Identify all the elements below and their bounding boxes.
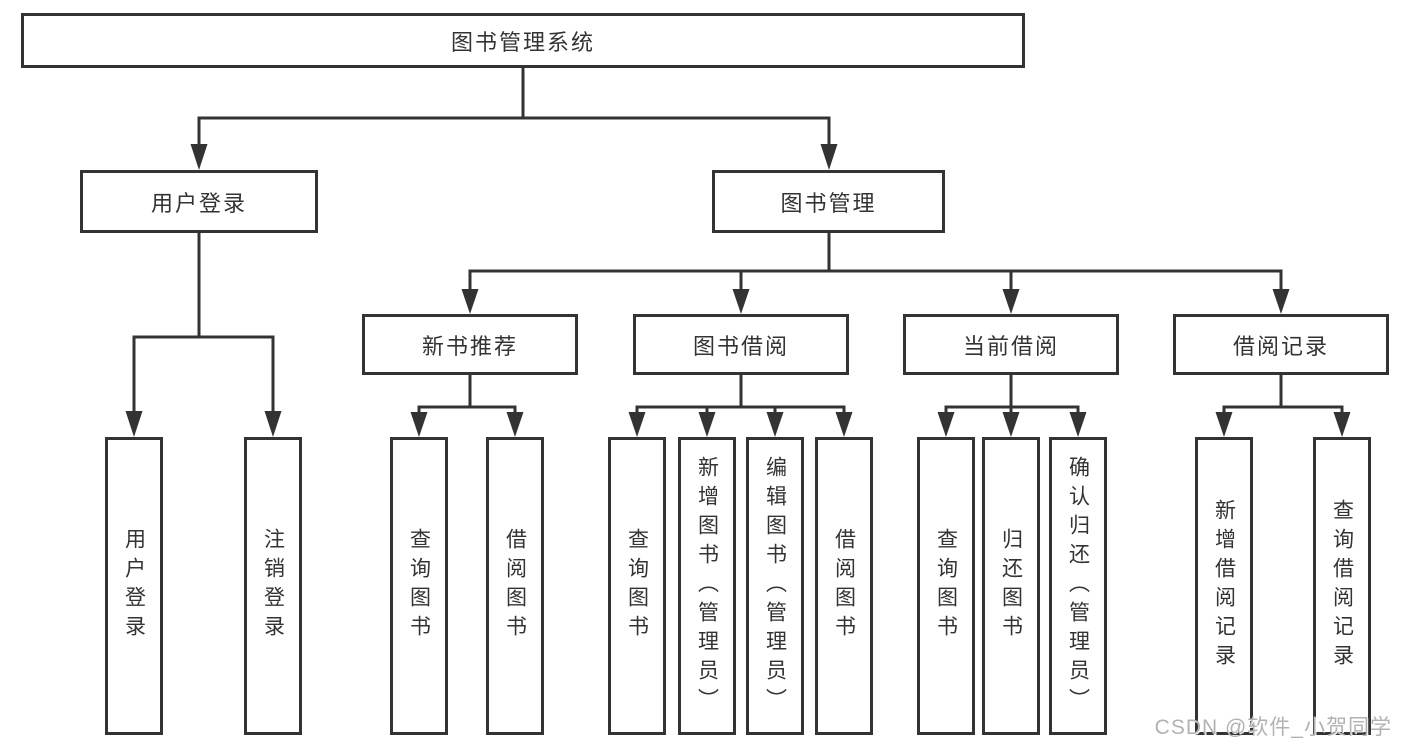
leaf-edit-book-admin: 编辑图书（管理员） (746, 437, 804, 735)
leaf-newbook-query-book: 查询图书 (390, 437, 448, 735)
leaf-borrow-book-label: 借阅图书 (832, 528, 856, 644)
leaf-newbook-borrow-book: 借阅图书 (486, 437, 544, 735)
leaf-logout-label: 注销登录 (261, 528, 285, 644)
leaf-borrow-book: 借阅图书 (815, 437, 873, 735)
node-user-login-label: 用户登录 (150, 190, 247, 216)
leaf-add-book-admin: 新增图书（管理员） (678, 437, 736, 735)
leaf-query-borrow-record-label: 查询借阅记录 (1330, 499, 1354, 673)
leaf-user-login: 用户登录 (105, 437, 163, 735)
leaf-logout: 注销登录 (244, 437, 302, 735)
node-user-login: 用户登录 (80, 170, 318, 233)
leaf-borrow-query-book: 查询图书 (608, 437, 666, 735)
node-book-management: 图书管理 (712, 170, 945, 233)
leaf-query-borrow-record: 查询借阅记录 (1313, 437, 1371, 735)
leaf-current-query-book: 查询图书 (917, 437, 975, 735)
leaf-confirm-return-admin-label: 确认归还（管理员） (1066, 455, 1090, 717)
leaf-return-book: 归还图书 (982, 437, 1040, 735)
leaf-borrow-query-book-label: 查询图书 (625, 528, 649, 644)
leaf-newbook-borrow-book-label: 借阅图书 (503, 528, 527, 644)
leaf-return-book-label: 归还图书 (999, 528, 1023, 644)
node-book-borrow: 图书借阅 (633, 314, 849, 375)
node-new-book-recommend-label: 新书推荐 (421, 333, 518, 359)
node-borrow-records-label: 借阅记录 (1232, 333, 1329, 359)
node-root-label: 图书管理系统 (450, 29, 595, 55)
watermark: CSDN @软件_小贺同学 (1154, 716, 1392, 739)
leaf-add-book-admin-label: 新增图书（管理员） (695, 455, 719, 717)
leaf-add-borrow-record-label: 新增借阅记录 (1212, 499, 1236, 673)
leaf-confirm-return-admin: 确认归还（管理员） (1049, 437, 1107, 735)
node-new-book-recommend: 新书推荐 (362, 314, 578, 375)
node-book-management-label: 图书管理 (780, 190, 877, 216)
node-root: 图书管理系统 (21, 13, 1025, 68)
leaf-newbook-query-book-label: 查询图书 (407, 528, 431, 644)
node-current-borrow-label: 当前借阅 (962, 333, 1059, 359)
leaf-edit-book-admin-label: 编辑图书（管理员） (763, 455, 787, 717)
leaf-add-borrow-record: 新增借阅记录 (1195, 437, 1253, 735)
leaf-current-query-book-label: 查询图书 (934, 528, 958, 644)
node-book-borrow-label: 图书借阅 (692, 333, 789, 359)
node-current-borrow: 当前借阅 (903, 314, 1119, 375)
leaf-user-login-label: 用户登录 (122, 528, 146, 644)
node-borrow-records: 借阅记录 (1173, 314, 1389, 375)
